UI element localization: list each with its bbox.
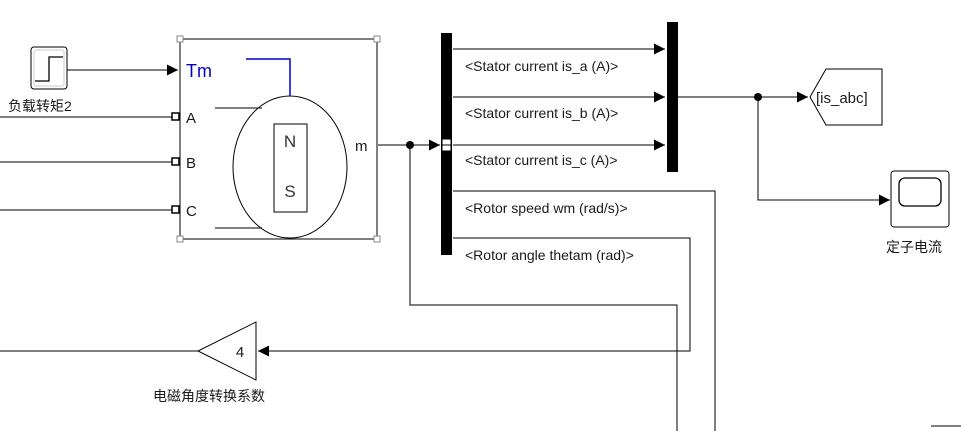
scope-label: 定子电流 — [886, 239, 942, 255]
signal-lines — [0, 43, 961, 431]
scope-block[interactable]: 定子电流 — [886, 170, 950, 255]
rotor-rect — [273, 123, 308, 213]
line-branch-to-scope[interactable] — [757, 97, 890, 206]
gain-label: 电磁角度转换系数 — [153, 388, 265, 404]
junction-dot-mux — [754, 93, 762, 101]
line-rotor-angle[interactable] — [258, 237, 691, 357]
winding-lines — [215, 107, 262, 229]
tm-indicator-line — [246, 58, 291, 96]
port-tm-label: Tm — [186, 61, 212, 81]
junction-dot-m — [406, 141, 414, 149]
step-block[interactable]: 负载转矩2 — [8, 46, 72, 114]
bus-selector-block[interactable]: <Stator current is_a (A)> <Stator curren… — [441, 33, 634, 263]
line-rotor-speed[interactable] — [453, 190, 716, 431]
scope-screen-icon — [898, 177, 942, 207]
goto-block[interactable]: [is_abc] — [809, 68, 883, 126]
pmsm-block[interactable]: N S Tm A B C m — [171, 35, 381, 243]
signal-label-isa: <Stator current is_a (A)> — [465, 58, 618, 74]
step-label: 负载转矩2 — [8, 98, 72, 114]
scope-box[interactable] — [890, 170, 950, 228]
pole-north: N — [284, 132, 296, 151]
port-m-label: m — [355, 138, 368, 155]
conserving-ports[interactable] — [171, 112, 180, 214]
port-a-label: A — [186, 110, 196, 127]
goto-tag-label: [is_abc] — [816, 90, 868, 107]
signal-label-rotor-speed: <Rotor speed wm (rad/s)> — [465, 200, 628, 216]
signal-label-isc: <Stator current is_c (A)> — [465, 152, 618, 168]
port-b-square[interactable] — [171, 157, 180, 166]
gain-value: 4 — [236, 344, 244, 361]
port-a-square[interactable] — [171, 112, 180, 121]
selection-handles — [176, 35, 381, 243]
gain-block[interactable]: 4 电磁角度转换系数 — [153, 321, 265, 404]
signal-label-isb: <Stator current is_b (A)> — [465, 105, 618, 121]
signal-label-rotor-angle: <Rotor angle thetam (rad)> — [465, 247, 634, 263]
gain-triangle[interactable] — [196, 321, 257, 381]
mux-block[interactable] — [667, 22, 678, 172]
port-c-label: C — [186, 203, 197, 220]
goto-shape[interactable] — [809, 68, 883, 126]
step-icon — [35, 56, 63, 82]
pole-south: S — [284, 182, 295, 201]
line-m-branch[interactable] — [409, 145, 678, 431]
port-b-label: B — [186, 155, 196, 172]
port-c-square[interactable] — [171, 205, 180, 214]
